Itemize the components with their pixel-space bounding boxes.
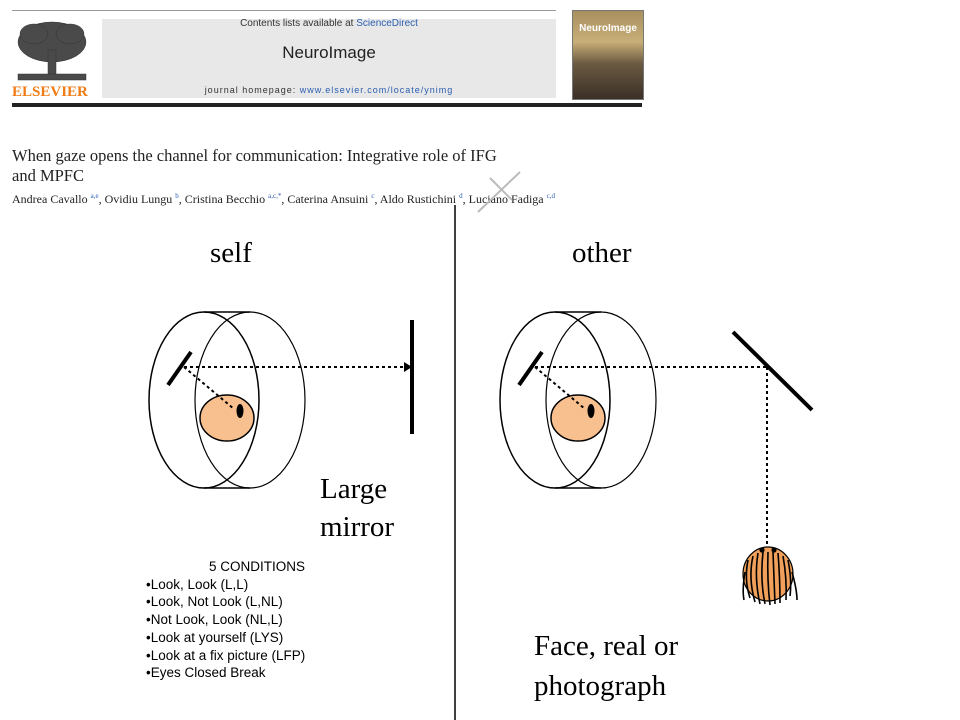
author-affiliation: b [175,192,179,200]
label-large-mirror-line-1: Large [320,473,388,505]
article-title-line-2: and MPFC [12,166,84,185]
author-affiliation: c,d [546,192,555,200]
condition-item: •Look, Look (L,L) [146,576,249,592]
cover-title: NeuroImage [579,23,637,34]
author-affiliation: d [459,192,463,200]
author-name: Caterina Ansuini [287,192,369,206]
author-affiliation: a,c,* [268,192,282,200]
conditions-heading: 5 CONDITIONS [209,559,306,574]
journal-cover-thumbnail[interactable]: NeuroImage [572,10,644,100]
author-name: Andrea Cavallo [12,192,88,206]
available-prefix: Contents lists available at [240,18,357,29]
head-coil-mirror-self [166,350,193,387]
angled-mirror [731,330,814,412]
condition-item: •Eyes Closed Break [146,665,266,681]
article-title: When gaze opens the channel for communic… [12,146,572,186]
author-name: Cristina Becchio [184,192,266,206]
label-face-line-2: photograph [534,670,667,702]
elsevier-tree-logo [17,21,87,81]
author[interactable]: Andrea Cavallo a,e [12,192,99,206]
label-other: other [572,237,632,269]
author-affiliation: c [371,192,375,200]
author-list: Andrea Cavallo a,e, Ovidiu Lungu b, Cris… [12,192,555,206]
author-name: Ovidiu Lungu [104,192,173,206]
label-large-mirror-line-2: mirror [320,511,395,543]
author[interactable]: Caterina Ansuini c [287,192,374,206]
label-self: self [210,237,252,269]
homepage-prefix: journal homepage: [204,85,300,95]
header-top-rule [12,10,556,11]
head-self [199,394,255,442]
condition-item: •Look, Not Look (L,NL) [146,594,283,610]
condition-item: •Look at a fix picture (LFP) [146,647,306,663]
conditions-list: 5 CONDITIONS •Look, Look (L,L) •Look, Not… [146,558,366,682]
head-coil-mirror-other [517,350,544,387]
article-title-line-1: When gaze opens the channel for communic… [12,146,497,165]
homepage-url-link[interactable]: www.elsevier.com/locate/ynimg [299,85,454,95]
author-affiliation: a,e [90,192,99,200]
journal-banner [102,19,556,98]
contents-available-line: Contents lists available at ScienceDirec… [102,18,556,29]
label-face-line-1: Face, real or [534,630,679,662]
scanner-self [148,311,306,489]
author-name: Aldo Rustichini [379,192,457,206]
journal-name: NeuroImage [282,43,376,62]
label-large-mirror: Large mirror [320,470,440,546]
sightline-arrowhead-self [404,362,412,372]
scanner-other [499,311,657,489]
condition-item: •Look at yourself (LYS) [146,629,284,645]
faint-cross-mark [477,171,521,213]
elsevier-wordmark: ELSEVIER [12,84,88,100]
author[interactable]: Aldo Rustichini d [380,192,463,206]
sightline-self [183,366,404,410]
condition-item: •Not Look, Look (NL,L) [146,612,283,628]
author[interactable]: Cristina Becchio a,c,* [185,192,282,206]
journal-homepage-line: journal homepage: www.elsevier.com/locat… [102,85,556,95]
conditions-items: •Look, Look (L,L) •Look, Not Look (L,NL) •… [146,576,366,682]
author[interactable]: Ovidiu Lungu b [105,192,179,206]
sciencedirect-link[interactable]: ScienceDirect [356,18,418,29]
face-figure [742,546,798,606]
header-bottom-rule [12,103,642,107]
head-other [550,394,606,442]
sightline-other [534,366,768,545]
label-face-photograph: Face, real or photograph [534,626,734,706]
